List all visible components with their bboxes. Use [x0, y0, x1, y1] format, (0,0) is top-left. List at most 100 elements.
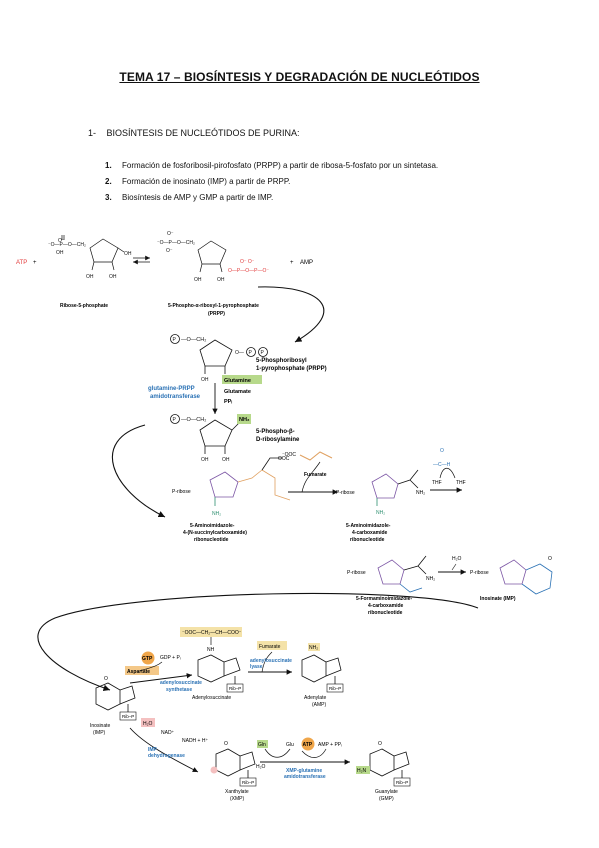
- aicar-structure: [371, 469, 419, 506]
- inosinate-label: (IMP): [93, 730, 106, 736]
- adenylate-label: (AMP): [312, 702, 327, 708]
- saicar-structure: [209, 457, 291, 506]
- svg-text:OH: OH: [194, 277, 202, 283]
- plus-sign: +: [33, 260, 37, 266]
- guanylate-label: Guanylate: [375, 789, 398, 795]
- svg-text:OH: OH: [56, 250, 64, 256]
- svg-text:NH₂: NH₂: [212, 511, 221, 517]
- svg-text:O—P—O—P—O⁻: O—P—O—P—O⁻: [228, 268, 269, 274]
- section-number: 1-: [88, 128, 97, 138]
- enzyme-label: adenylosuccinate: [160, 680, 202, 686]
- prpp-abbrev: (PRPP): [208, 311, 225, 317]
- nadh-label: NADH + H⁺: [182, 738, 208, 744]
- connector-arrow: [257, 286, 325, 343]
- svg-text:O—: O—: [235, 350, 244, 356]
- enzyme-label: amidotransferase: [150, 394, 201, 400]
- section-label: BIOSÍNTESIS DE NUCLEÓTIDOS DE PURINA:: [106, 128, 300, 138]
- step-text: Formación de fosforibosil-pirofosfato (P…: [122, 161, 439, 170]
- adenylate-label: Adenylate: [304, 695, 326, 701]
- connector-arrow: [37, 592, 479, 692]
- adenylosuccinate-structure: [197, 654, 241, 684]
- svg-text:O⁻: O⁻: [167, 231, 174, 237]
- svg-text:NH₂: NH₂: [239, 417, 250, 423]
- svg-text:—O—CH₂: —O—CH₂: [181, 417, 206, 423]
- imp-structure: [499, 559, 553, 595]
- enzyme-label: lyase: [250, 664, 263, 670]
- svg-text:OH: OH: [86, 274, 94, 280]
- thf-label: THF: [456, 480, 466, 486]
- svg-text:H₂N: H₂N: [357, 768, 367, 774]
- svg-text:P: P: [249, 350, 253, 356]
- step-number: 1.: [105, 161, 112, 170]
- ribose-5-phosphate-label: Ribose-5-phosphate: [60, 303, 108, 309]
- svg-text:—O—CH₂: —O—CH₂: [181, 337, 206, 343]
- prpp-name-1: 5-Phosphoribosyl: [256, 358, 307, 364]
- amp-ppi-label: AMP + PPᵢ: [318, 742, 342, 748]
- faicar-name: 5-Formaminoimidazole-: [356, 596, 412, 602]
- svg-text:NH₂: NH₂: [426, 576, 435, 582]
- faicar-name: 4-carboxamide: [368, 603, 404, 609]
- enzyme-label: synthetase: [166, 687, 192, 693]
- imp-structure: [95, 682, 136, 712]
- svg-text:OOC: OOC: [278, 456, 290, 462]
- amp-label: AMP: [300, 260, 313, 266]
- saicar-name: ribonucleotide: [194, 537, 229, 543]
- faicar-structure: [377, 555, 427, 593]
- enzyme-label: glutamine-PRPP: [148, 386, 195, 392]
- prpp-label: 5-Phospho-α-ribosyl-1-pyrophosphate: [168, 303, 259, 309]
- enzyme-label: dehydrogenase: [148, 753, 185, 759]
- svg-text:OH: OH: [217, 277, 225, 283]
- svg-text:OH: OH: [201, 377, 209, 383]
- pribose-label: P-ribose: [172, 489, 191, 495]
- ribose-phosphate-structure: O⁻ ⁻O—P—O—CH₂ OH OH OH OH: [48, 235, 132, 280]
- glu-label: Glu: [286, 742, 294, 748]
- gdp-label: GDP + Pᵢ: [160, 655, 181, 661]
- svg-text:⁻O—P—O—CH₂: ⁻O—P—O—CH₂: [157, 240, 195, 246]
- svg-text:P: P: [173, 337, 177, 343]
- section-heading: 1- BIOSÍNTESIS DE NUCLEÓTIDOS DE PURINA:: [88, 128, 300, 138]
- saicar-name: 5-Aminoimidazole-: [190, 523, 235, 529]
- aicar-name: 5-Aminoimidazole-: [346, 523, 391, 529]
- formyl-group: O —C—H: [433, 448, 451, 468]
- steps-list: 1. Formación de fosforibosil-pirofosfato …: [105, 158, 438, 206]
- figure-imp-synthesis: P-ribose OOC NH₂ 5-Aminoimidazole- 4-(N-…: [172, 448, 553, 616]
- svg-text:O: O: [548, 556, 552, 562]
- svg-text:O⁻: O⁻: [166, 248, 173, 254]
- guanylate-structure: [369, 748, 410, 778]
- svg-text:P: P: [173, 417, 177, 423]
- step-text: Biosíntesis de AMP y GMP a partir de IMP…: [122, 193, 274, 202]
- imp-label: Inosinate (IMP): [480, 596, 516, 602]
- fumarate-label: Fumarate: [304, 472, 327, 478]
- svg-text:OH: OH: [201, 457, 209, 463]
- succinyl-group: ⁻OOC—CH₂—CH—COO⁻: [182, 630, 242, 636]
- pribose-label: P-ribose: [470, 570, 489, 576]
- list-item: 2.Formación de inosinato (IMP) a partir …: [105, 174, 438, 190]
- step-number: 2.: [105, 177, 112, 186]
- rib-p-label: Rib–P: [396, 780, 408, 785]
- fumarate-label: Fumarate: [259, 644, 281, 650]
- ppi-label: PPᵢ: [224, 399, 232, 405]
- inosinate-label: Inosinate: [90, 723, 111, 729]
- glutamate-label: Glutamate: [224, 389, 251, 395]
- water-label: H₂O: [256, 764, 266, 770]
- svg-text:NH: NH: [207, 647, 215, 653]
- svg-text:⁻OOC: ⁻OOC: [282, 452, 296, 458]
- pribose-label: P-ribose: [336, 490, 355, 496]
- aspartate-label: Aspartate: [127, 669, 150, 675]
- aicar-name: ribonucleotide: [350, 537, 385, 543]
- svg-text:O: O: [378, 741, 382, 747]
- connector-arrow: [111, 424, 166, 518]
- gtp-label: GTP: [142, 656, 153, 662]
- xanthylate-label: Xanthylate: [225, 789, 249, 795]
- xanthylate-label: (XMP): [230, 796, 245, 802]
- figure-pra-synthesis: P —O—CH₂ OH OH O— P P 5-Phosphoribosyl 1…: [148, 334, 327, 463]
- rib-p-label: Rib–P: [229, 686, 241, 691]
- rib-p-label: Rib–P: [242, 780, 254, 785]
- atp-label: ATP: [303, 742, 313, 748]
- plus-sign: +: [290, 260, 294, 266]
- svg-text:OH: OH: [124, 251, 132, 257]
- pribose-label: P-ribose: [347, 570, 366, 576]
- svg-text:O: O: [440, 448, 444, 454]
- page-title: TEMA 17 – BIOSÍNTESIS Y DEGRADACIÓN DE N…: [119, 70, 480, 84]
- fumarate-structure: [299, 451, 333, 461]
